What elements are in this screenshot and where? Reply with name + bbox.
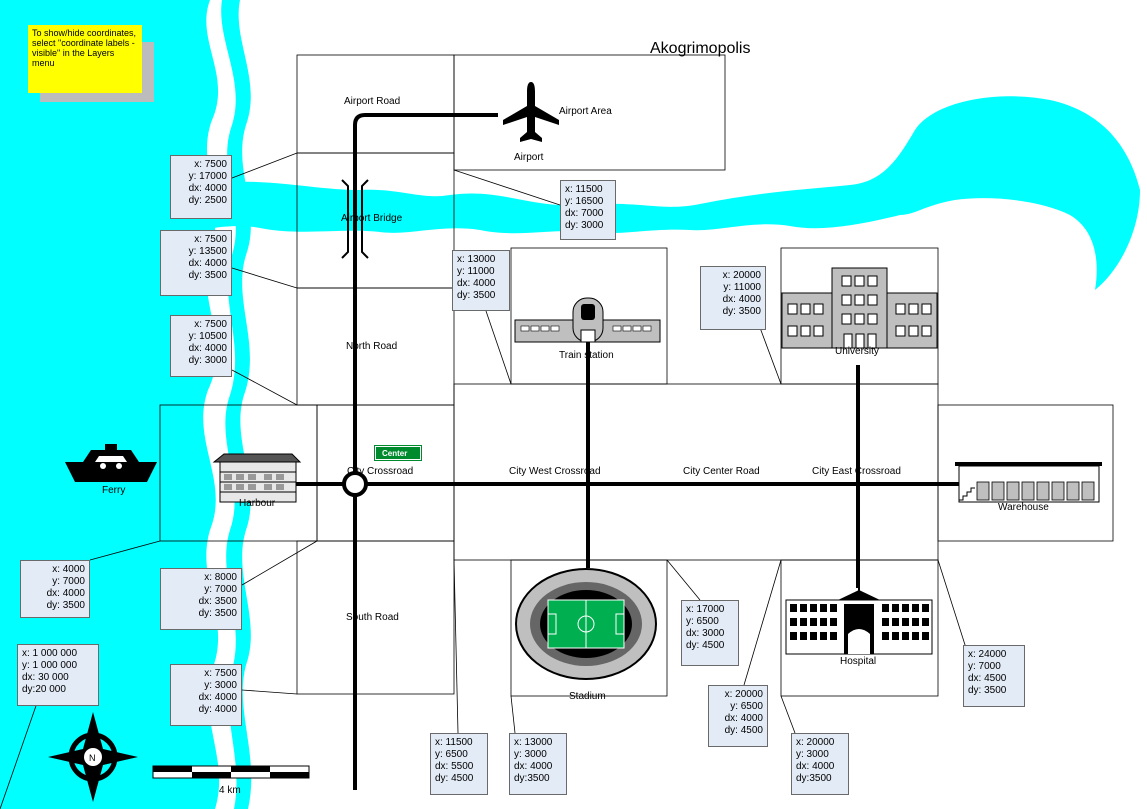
- compass-icon: [48, 712, 138, 802]
- scale-label: 4 km: [219, 785, 241, 796]
- coordinate-leader-lines: [0, 152, 967, 809]
- label-warehouse: Warehouse: [998, 502, 1049, 513]
- label-airport-area: Airport Area: [559, 106, 612, 117]
- ferry-icon: [65, 444, 157, 482]
- label-city-east-crossroad: City East Crossroad: [812, 466, 901, 477]
- label-university: University: [835, 346, 879, 357]
- train-icon: [514, 297, 661, 343]
- label-harbour: Harbour: [239, 498, 276, 509]
- label-north-road: North Road: [346, 341, 398, 352]
- label-airport-road: Airport Road: [344, 96, 401, 107]
- label-stadium: Stadium: [569, 691, 606, 702]
- label-city-west-crossroad: City West Crossroad: [509, 466, 601, 477]
- river: [190, 96, 1140, 290]
- center-direction-sign: Center: [374, 445, 422, 461]
- label-city-crossroad: City Crossroad: [347, 466, 414, 477]
- city-title: Akogrimopolis: [650, 40, 751, 57]
- roundabout-icon: [342, 471, 368, 497]
- compass-north-label: N: [89, 753, 96, 763]
- scale-bar: [152, 765, 310, 779]
- label-hospital: Hospital: [840, 656, 877, 667]
- warehouse-icon: [955, 462, 1102, 503]
- harbour-icon: [212, 453, 302, 503]
- hospital-icon: [785, 582, 933, 655]
- label-south-road: South Road: [346, 612, 399, 623]
- label-city-center-road: City Center Road: [683, 466, 760, 477]
- stadium-icon: [515, 568, 657, 680]
- bridge-icon: [341, 179, 369, 259]
- label-airport: Airport: [514, 152, 544, 163]
- label-airport-bridge: Airport Bridge: [341, 213, 403, 224]
- label-ferry: Ferry: [102, 485, 126, 496]
- label-train-station: Train station: [559, 350, 614, 361]
- university-icon: [781, 267, 938, 349]
- airplane-icon: [503, 82, 559, 142]
- roads: [230, 113, 960, 790]
- coordinates-help-note: To show/hide coordinates, select "coordi…: [28, 25, 142, 93]
